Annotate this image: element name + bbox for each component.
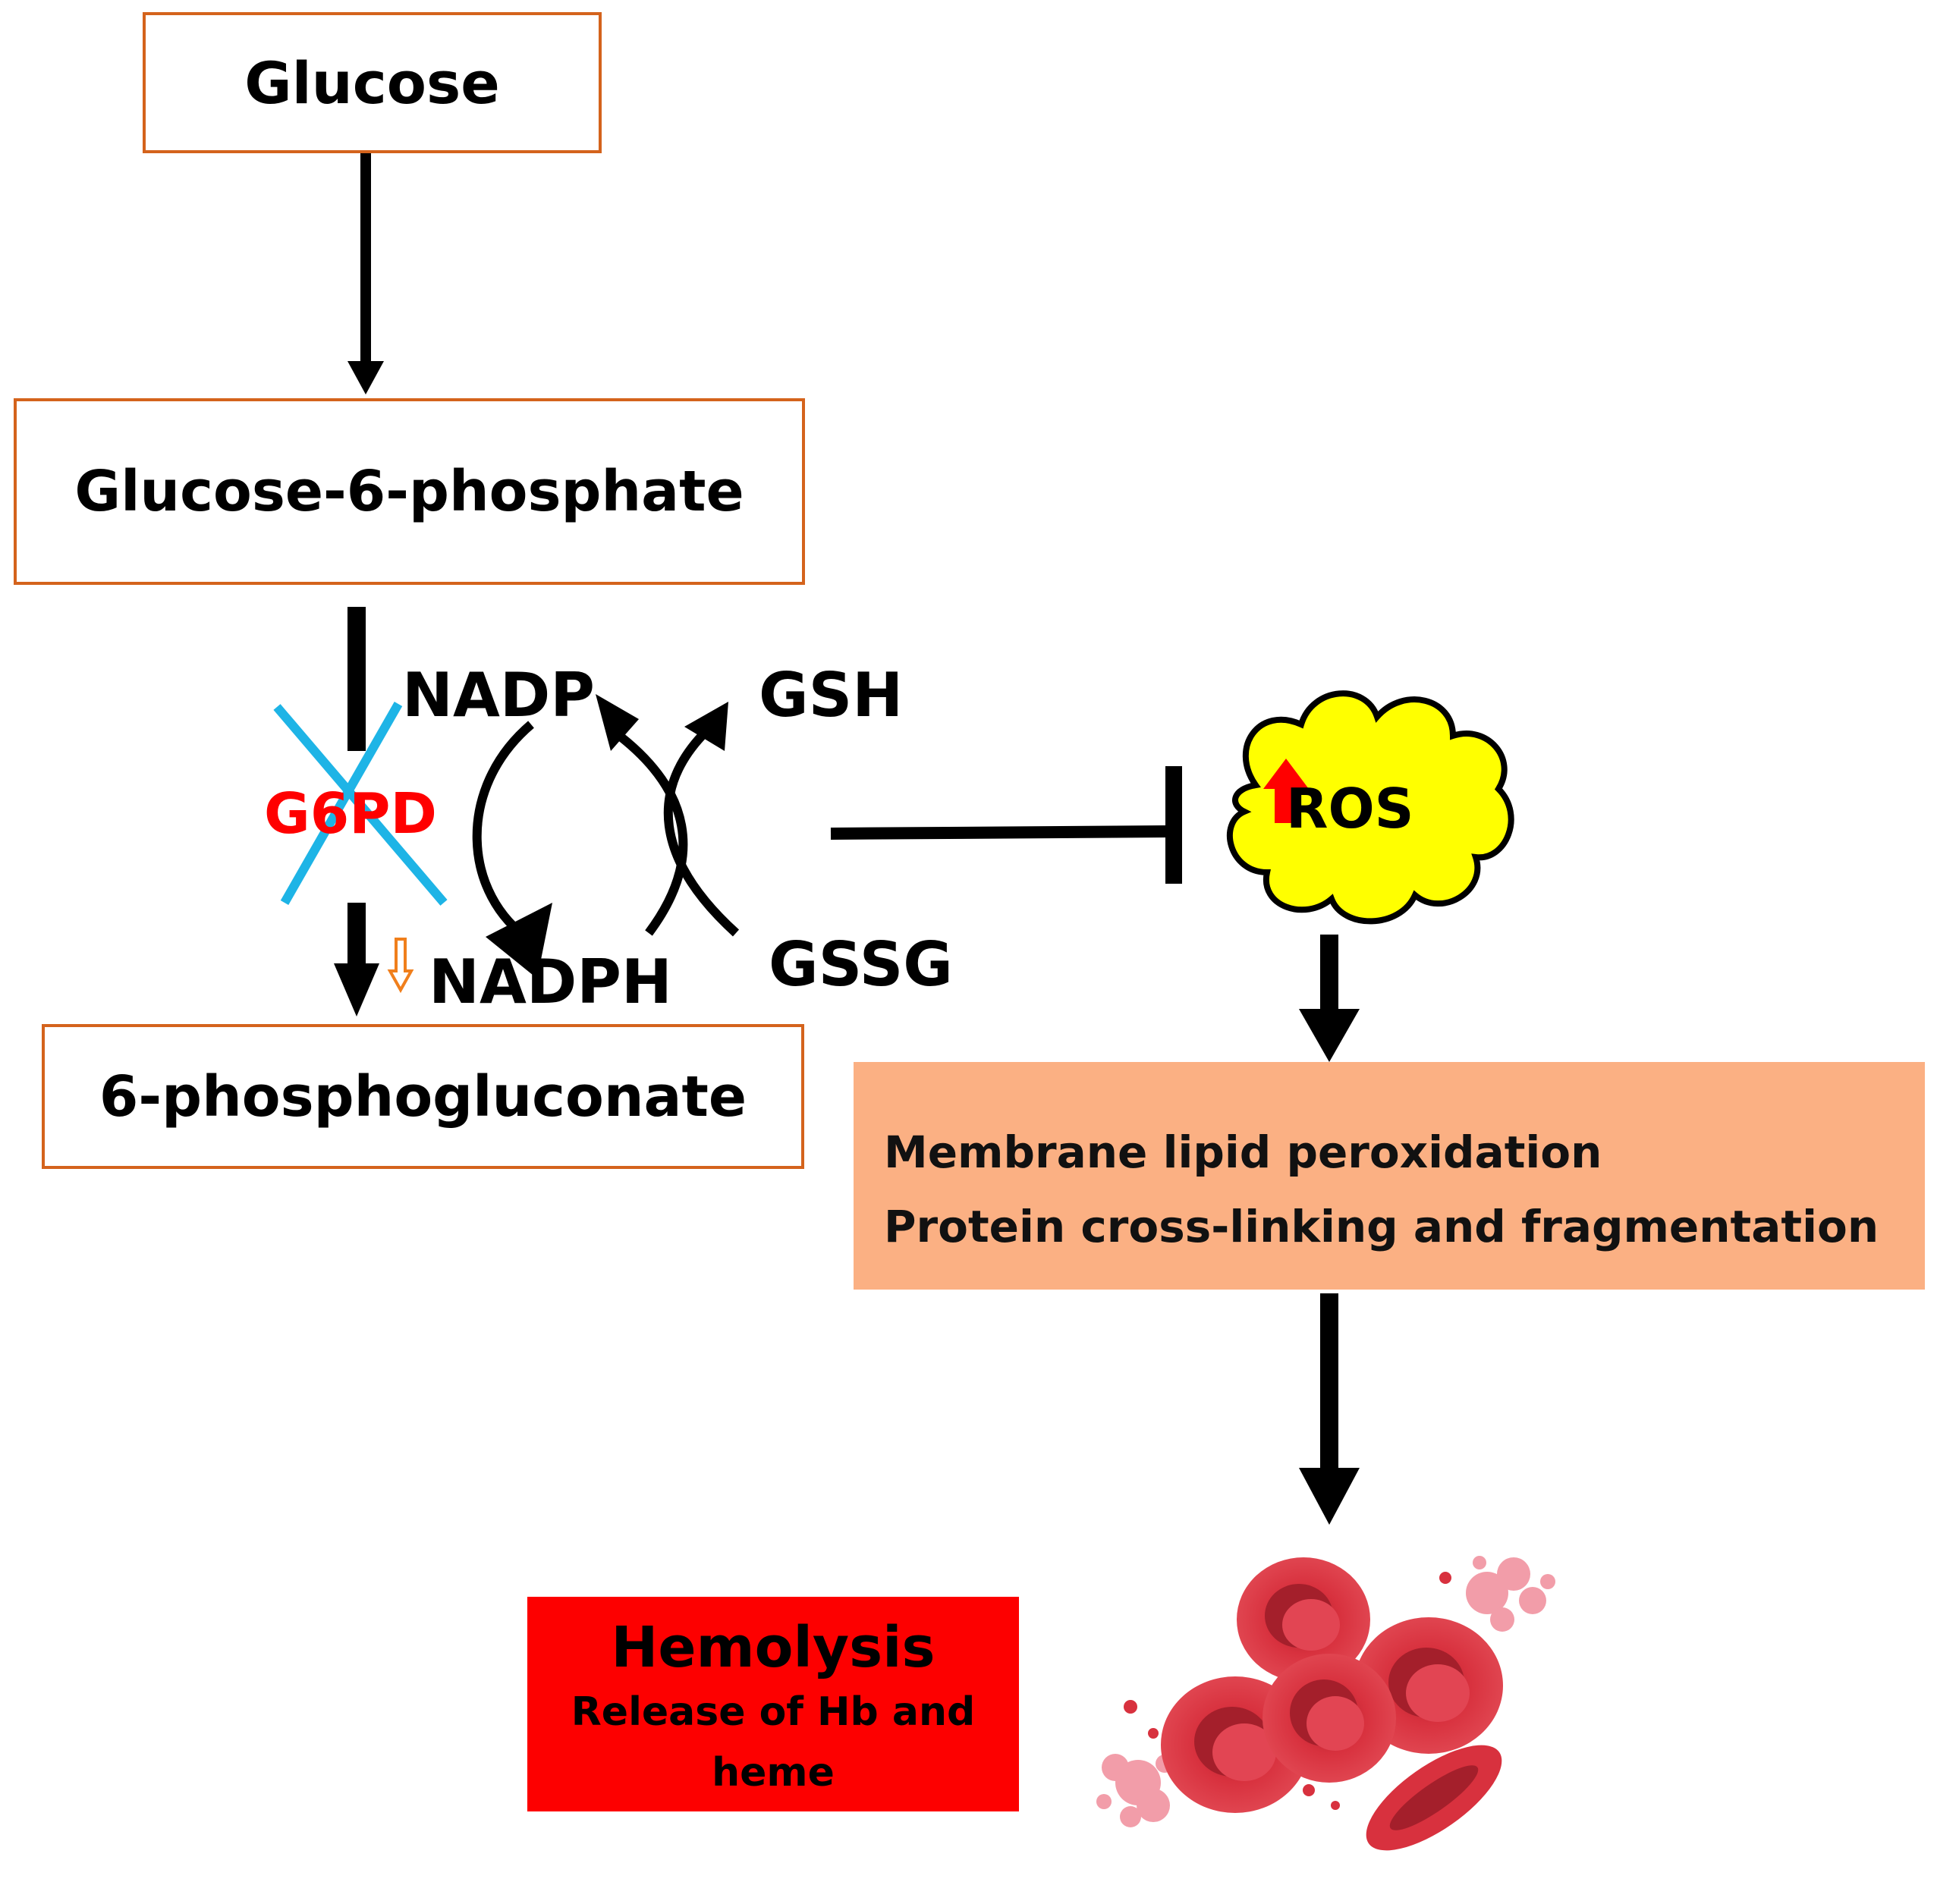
effects-box: Membrane lipid peroxidation Protein cros… [854,1062,1925,1290]
glucose-box: Glucose [143,12,602,153]
g6p-box: Glucose-6-phosphate [14,398,805,585]
inhibition-arrow [830,766,1182,884]
arrow-to-6pg [334,903,379,1016]
glucose-label: Glucose [244,49,500,117]
arrow-nadph-to-nadp [596,694,688,936]
gssg-label: GSSG [769,929,953,1000]
arrow-gssg-to-gsh [663,702,740,937]
red-blood-cell-icon [1096,1556,1555,1851]
arrow-effects-to-hemolysis [1299,1293,1360,1525]
ros-label: ROS [1286,777,1414,840]
blocked-cross-icon [273,702,448,906]
hemolysis-line2: heme [712,1750,835,1796]
gsh-label: GSH [759,660,904,730]
hemolysis-line1: Release of Hb and [571,1689,976,1735]
arrow-nadp-to-nadph [472,721,552,979]
nadph-label: NADPH [429,947,672,1017]
g6p-label: Glucose-6-phosphate [74,459,744,524]
up-arrow-icon [1263,759,1309,823]
enzyme-label: G6PD [264,781,437,847]
arrow-glucose-to-g6p [347,152,384,394]
pg6-box: 6-phosphogluconate [42,1024,804,1169]
nadp-label: NADP [402,660,595,730]
ros-cloud [1226,690,1514,925]
hemolysis-title: Hemolysis [611,1615,935,1680]
pg6-label: 6-phosphogluconate [99,1064,747,1130]
hemolysis-box: Hemolysis Release of Hb and heme [527,1597,1019,1811]
arrow-ros-to-effects [1299,935,1360,1062]
down-arrow-icon [387,938,414,994]
effect-protein-crosslinking: Protein cross-linking and fragmentation [884,1201,1879,1252]
effect-lipid-peroxidation: Membrane lipid peroxidation [884,1126,1602,1178]
